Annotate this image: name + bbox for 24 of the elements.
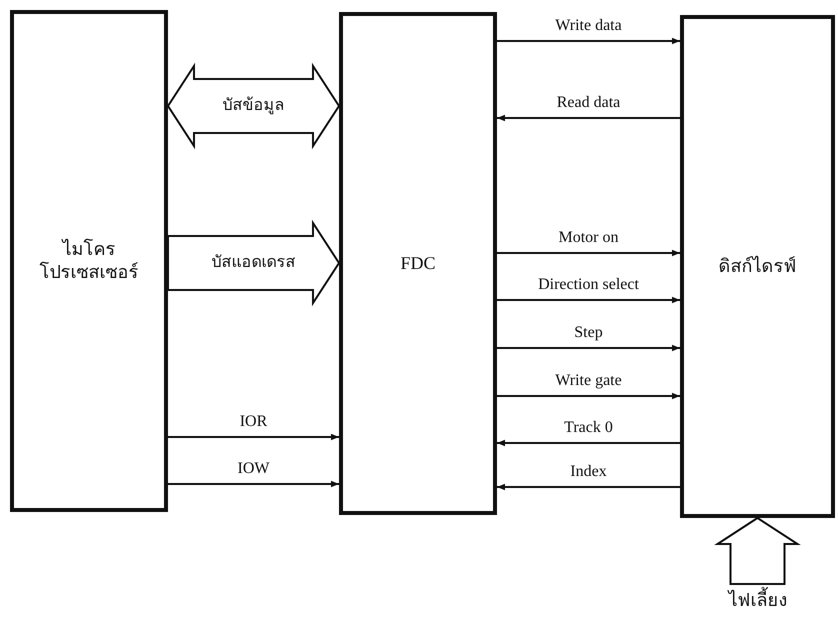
arrow	[497, 484, 680, 490]
arrow	[497, 250, 680, 256]
block-box	[339, 12, 497, 515]
block-label: ดิสก์ไดรฟ์	[718, 254, 796, 278]
edge-label: บัสแอดเดรส	[210, 254, 296, 272]
power-label: ไฟเลี้ยง	[728, 589, 788, 613]
edge-label: Write gate	[553, 372, 624, 390]
arrow	[497, 344, 680, 352]
arrow	[497, 440, 680, 446]
arrow	[497, 296, 680, 304]
arrow	[497, 392, 680, 400]
arrow	[168, 480, 339, 488]
arrow	[497, 38, 680, 44]
block-label: FDC	[400, 252, 436, 275]
arrow	[168, 434, 339, 440]
block-arrow	[166, 62, 340, 150]
edge-label: บัสข้อมูล	[222, 97, 286, 115]
block-arrow	[714, 516, 801, 585]
block-box	[680, 15, 835, 518]
block-label: ไมโคร โปรเซสเซอร์	[38, 238, 140, 284]
edge-label: Step	[572, 324, 605, 342]
block-box	[10, 10, 168, 512]
block-arrow	[167, 220, 340, 306]
arrow	[497, 114, 680, 122]
